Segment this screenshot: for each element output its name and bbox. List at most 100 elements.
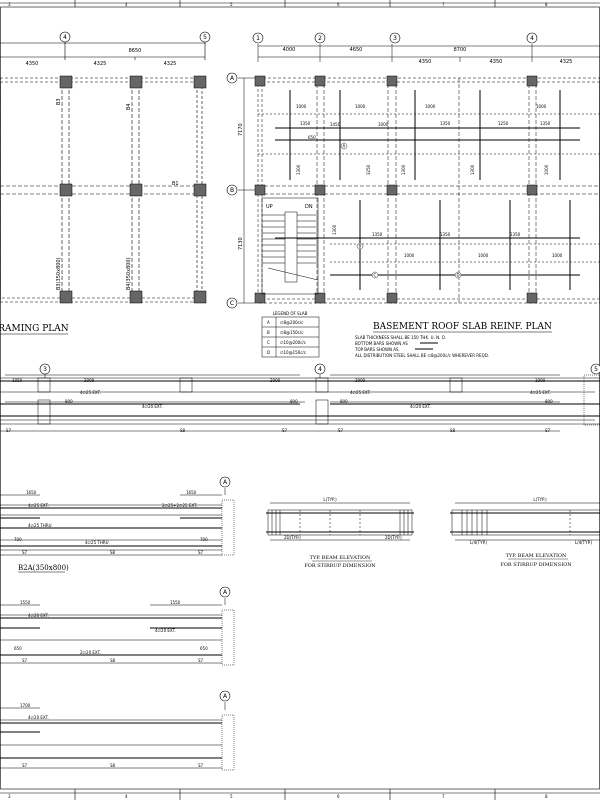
stirrup-mark: S7	[198, 658, 204, 663]
frame-number: 6	[337, 2, 340, 7]
dimension-text: 700	[200, 537, 208, 542]
frame-top-numbers: 3 4 5 6 7 8	[8, 2, 548, 7]
stirrup-mark: S7	[22, 550, 28, 555]
rebar-length: 1000	[544, 164, 549, 175]
frame-number: 5	[230, 2, 233, 7]
slab-note: SLAB THICKNESS SHALL BE 150 THK. U. N. O…	[355, 335, 446, 340]
rebar-callout: 2∅25+2∅25 EXT.	[162, 503, 197, 508]
legend-title: LEGEND OF SLAB	[273, 311, 308, 316]
stair-up-label: UP	[266, 204, 273, 210]
dimension-text: 650	[14, 646, 22, 651]
framing-plan: 4 5 8650 4350 4325 4325 B3 B4 B1 B3(350x…	[0, 31, 211, 335]
grid-label: 3	[393, 35, 397, 42]
rebar-length: 1250	[498, 121, 509, 126]
slab-mark: D	[457, 273, 460, 278]
dimension-text: 7170	[238, 123, 244, 136]
stirrup-mark: S8	[180, 428, 186, 433]
beam-label: B3(350x800)	[56, 257, 62, 290]
beam-label: B4(350x800)	[126, 257, 132, 290]
dimension-text: 650	[200, 646, 208, 651]
detail-title: TYP. BEAM ELEVATION	[506, 553, 567, 559]
stirrup-mark: S7	[22, 763, 28, 768]
rebar-length: 650	[308, 135, 316, 140]
stirrup-mark: S7	[545, 428, 551, 433]
rebar-length: 1300	[296, 164, 301, 175]
dimension-text: 1650	[186, 490, 197, 495]
frame-number: 3	[8, 2, 11, 7]
rebar-length: 1350	[372, 232, 383, 237]
dimension-text: 1650	[26, 490, 37, 495]
dimension-text: 4000	[283, 47, 296, 53]
rebar-length: 1000	[404, 253, 415, 258]
dimension-text: 2D(TYP.)	[284, 535, 301, 540]
stirrup-detail-2: L(TYP.) L/4(TYP.) L/4(TYP.) TYP. BEAM EL…	[450, 497, 600, 568]
slab-note: ALL DISTRIBUTION STEEL SHALL BE ∅8@200c/…	[355, 353, 489, 358]
frame-number: 4	[125, 2, 128, 7]
dimension-text: 800	[65, 399, 73, 404]
grid-label: 5	[594, 366, 598, 373]
stirrup-mark: S7	[198, 763, 204, 768]
grid-label: A	[223, 589, 228, 596]
rebar-length: 1350	[440, 232, 451, 237]
dimension-text: 800	[340, 399, 348, 404]
dimension-text: 4325	[560, 59, 573, 65]
legend-spec: ∅8@200c/c	[280, 320, 303, 325]
detail-subtitle: FOR STIRRUP DIMENSION	[304, 563, 376, 569]
frame-number: 8	[545, 2, 548, 7]
dimension-text: 4350	[419, 59, 432, 65]
slab-plan-title: BASEMENT ROOF SLAB REINF. PLAN	[373, 322, 552, 332]
frame-number: 5	[230, 794, 233, 799]
dimension-text: L(TYP.)	[323, 497, 337, 502]
legend-mark: C	[267, 340, 270, 345]
dimension-text: 8650	[129, 48, 142, 54]
grid-label: 5	[203, 34, 207, 41]
dimension-text: 4350	[26, 61, 39, 67]
grid-label: 3	[43, 366, 47, 373]
rebar-length: 1000	[296, 104, 307, 109]
slab-note: TOP BARS SHOWN AS	[354, 347, 399, 352]
rebar-length: 1000	[478, 253, 489, 258]
beam-label: B1	[172, 181, 179, 187]
legend-mark: A	[267, 320, 270, 325]
dimension-text: 2000	[84, 378, 95, 383]
grid-label: 1	[256, 35, 260, 42]
dimension-text: 1550	[20, 600, 31, 605]
grid-label: B	[230, 187, 234, 194]
stirrup-mark: S7	[6, 428, 12, 433]
grid-label: 4	[318, 366, 322, 373]
dimension-text: 1900	[355, 378, 366, 383]
rebar-callout: 4∅25 EXT.	[28, 503, 49, 508]
dimension-text: 7130	[238, 237, 244, 250]
dimension-text: 800	[290, 399, 298, 404]
frame-number: 3	[8, 794, 11, 799]
rebar-callout: 2∅20 EXT.	[80, 650, 101, 655]
legend-spec: ∅10@150c/c	[280, 350, 306, 355]
legend-mark: D	[267, 350, 270, 355]
frame-number: 7	[442, 794, 445, 799]
rebar-callout: 4∅25 THRU	[85, 540, 109, 545]
rebar-length: 1300	[401, 164, 406, 175]
frame-bottom-numbers: 3 4 5 6 7 8	[8, 794, 548, 799]
stair	[261, 197, 319, 295]
rebar-length: 1350	[510, 232, 521, 237]
stirrup-mark: S7	[198, 550, 204, 555]
detail-subtitle: FOR STIRRUP DIMENSION	[500, 562, 572, 568]
stirrup-mark: S8	[110, 550, 116, 555]
framing-grid-bubble: 4 5	[59, 31, 211, 43]
frame-number: 7	[442, 2, 445, 7]
dimension-text: 700	[14, 537, 22, 542]
grid-label: C	[230, 300, 234, 307]
slab-note: BOTTOM BARS SHOWN AS	[355, 341, 408, 346]
grid-label: 4	[530, 35, 534, 42]
rebar-length: 1000	[355, 104, 366, 109]
legend-spec: ∅8@150c/c	[280, 330, 303, 335]
rebar-callout: 4∅20 EXT.	[28, 613, 49, 618]
rebar-callout: 4∅25 THRU	[28, 523, 52, 528]
frame-number: 8	[545, 794, 548, 799]
rebar-length: 3250	[366, 164, 371, 175]
beam-label: B3	[56, 98, 62, 105]
rebar-length: 1000	[425, 104, 436, 109]
stirrup-mark: S8	[450, 428, 456, 433]
beam-b2a-elevation: A 1650 1650 4∅25 EXT. 2∅25+2∅25 EXT. 4∅2…	[0, 476, 235, 573]
